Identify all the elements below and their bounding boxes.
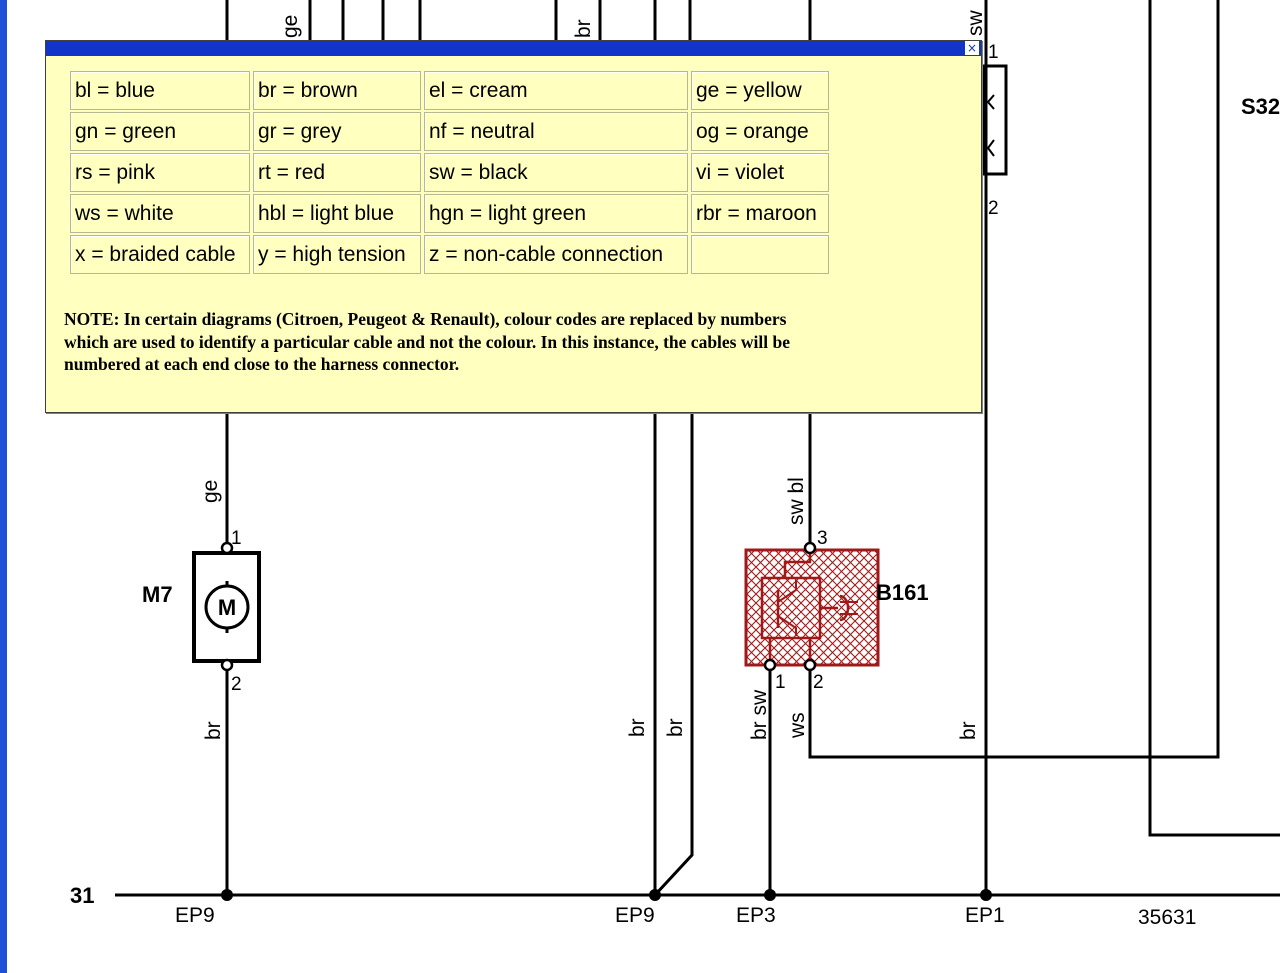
earth-point-label: EP9 xyxy=(615,904,655,927)
wire-label-top-br: br xyxy=(572,19,595,38)
earth-point-label: EP3 xyxy=(736,904,776,927)
m7-pin-1: 1 xyxy=(231,528,242,549)
junction-ep9-b xyxy=(649,889,661,901)
wire-label-m7-out: br xyxy=(202,721,225,740)
m7-pin-2: 2 xyxy=(231,674,242,695)
table-row: x = braided cable y = high tension z = n… xyxy=(70,235,829,274)
table-cell: rt = red xyxy=(253,153,421,192)
wire-label-ep9-left: br xyxy=(626,718,649,737)
wire-ep9-right xyxy=(653,413,694,897)
ground-label: 31 xyxy=(70,883,94,908)
b161-sensor xyxy=(744,541,880,672)
table-cell: ws = white xyxy=(70,194,250,233)
b161-pin-3: 3 xyxy=(817,528,828,549)
junction-ep9-a xyxy=(221,889,233,901)
table-cell: nf = neutral xyxy=(424,112,688,151)
table-cell: rbr = maroon xyxy=(691,194,829,233)
ground-junctions xyxy=(221,889,992,901)
table-cell: gr = grey xyxy=(253,112,421,151)
table-row: rs = pink rt = red sw = black vi = viole… xyxy=(70,153,829,192)
popup-titlebar[interactable]: × xyxy=(46,41,981,56)
upper-wires xyxy=(225,0,812,42)
b161-pin-1: 1 xyxy=(775,672,786,693)
table-cell: hgn = light green xyxy=(424,194,688,233)
table-cell: ge = yellow xyxy=(691,71,829,110)
wire-label-b161-in: sw bl xyxy=(785,477,808,525)
table-cell: hbl = light blue xyxy=(253,194,421,233)
window-frame-left xyxy=(0,0,7,973)
table-cell: gn = green xyxy=(70,112,250,151)
b161-label: B161 xyxy=(876,580,929,605)
note-line: NOTE: In certain diagrams (Citroen, Peug… xyxy=(64,309,787,329)
s32-label: S32 xyxy=(1241,94,1280,119)
earth-point-label: EP1 xyxy=(965,904,1005,927)
colour-code-table: bl = blue br = brown el = cream ge = yel… xyxy=(67,69,832,276)
m7-label: M7 xyxy=(142,582,173,607)
table-cell: bl = blue xyxy=(70,71,250,110)
s32-pin-1: 1 xyxy=(988,42,999,63)
table-cell: sw = black xyxy=(424,153,688,192)
table-row: bl = blue br = brown el = cream ge = yel… xyxy=(70,71,829,110)
b161-pin-2: 2 xyxy=(813,672,824,693)
note-line: which are used to identify a particular … xyxy=(64,331,790,352)
wire-label-ep1: br xyxy=(957,721,980,740)
table-row: ws = white hbl = light blue hgn = light … xyxy=(70,194,829,233)
wire-label-b161-out-left: br sw xyxy=(748,689,771,740)
table-cell: el = cream xyxy=(424,71,688,110)
table-cell: x = braided cable xyxy=(70,235,250,274)
junction-ep3 xyxy=(764,889,776,901)
close-icon[interactable]: × xyxy=(965,41,979,55)
note-line: numbered at each end close to the harnes… xyxy=(64,354,460,374)
wire-label-b161-out-right: ws xyxy=(786,712,809,739)
table-cell: br = brown xyxy=(253,71,421,110)
diagram-reference: 35631 xyxy=(1138,906,1196,929)
m7-symbol: M xyxy=(218,595,236,620)
table-cell xyxy=(691,235,829,274)
s32-connector xyxy=(982,60,1008,180)
earth-point-label: EP9 xyxy=(175,904,215,927)
wire-label-ep9-right: br xyxy=(664,718,687,737)
junction-ep1 xyxy=(980,889,992,901)
wire-label-top-ge: ge xyxy=(279,15,302,38)
table-row: gn = green gr = grey nf = neutral og = o… xyxy=(70,112,829,151)
wire-label-m7-in: ge xyxy=(199,480,222,503)
motor-symbol xyxy=(204,584,250,630)
colour-legend-popup: × bl = blue br = brown el = cream ge = y… xyxy=(45,40,982,413)
s32-outline xyxy=(1148,0,1280,837)
wire-b161-out-right xyxy=(808,0,1220,759)
legend-note: NOTE: In certain diagrams (Citroen, Peug… xyxy=(64,308,964,376)
table-cell: z = non-cable connection xyxy=(424,235,688,274)
table-cell: rs = pink xyxy=(70,153,250,192)
table-cell: vi = violet xyxy=(691,153,829,192)
m7-motor: M xyxy=(192,541,261,672)
s32-pin-2: 2 xyxy=(988,198,999,219)
table-cell: og = orange xyxy=(691,112,829,151)
table-cell: y = high tension xyxy=(253,235,421,274)
wire-label-top-sw: sw xyxy=(964,10,987,37)
